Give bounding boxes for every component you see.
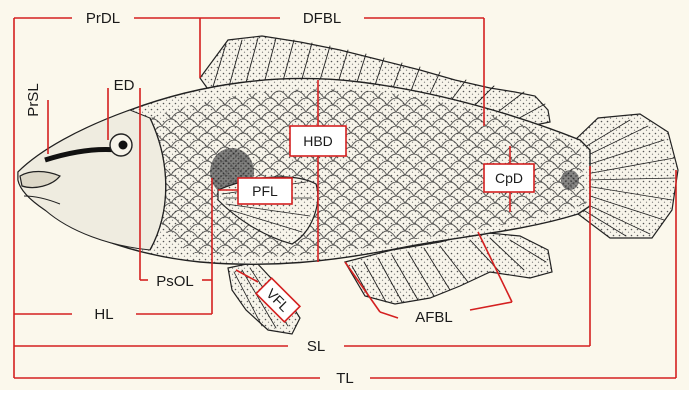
label-hl: HL bbox=[94, 306, 113, 323]
label-psol: PsOL bbox=[156, 273, 194, 290]
label-cpd: CpD bbox=[495, 170, 523, 186]
label-dfbl: DFBL bbox=[303, 10, 341, 27]
label-prsl: PrSL bbox=[25, 83, 42, 116]
label-prdl: PrDL bbox=[86, 10, 120, 27]
label-pfl: PFL bbox=[252, 183, 278, 199]
label-ed: ED bbox=[114, 77, 135, 94]
label-hbd: HBD bbox=[303, 133, 333, 149]
label-sl: SL bbox=[307, 338, 325, 355]
label-afbl: AFBL bbox=[415, 309, 453, 326]
label-tl: TL bbox=[336, 370, 354, 387]
